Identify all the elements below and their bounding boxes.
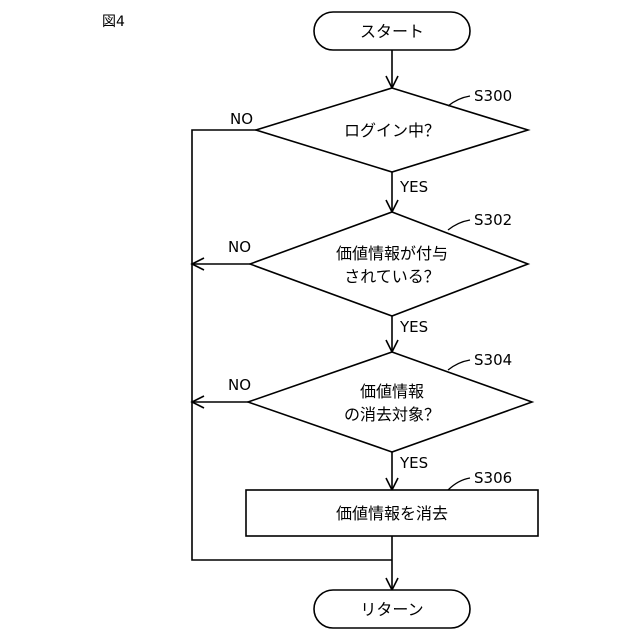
process-s306-text: 価値情報を消去 xyxy=(336,504,448,523)
decision-s302-text-2: されている？ xyxy=(344,267,440,286)
step-id-s300: S300 xyxy=(474,87,512,105)
no-label-s302: NO xyxy=(228,238,251,256)
yes-label-s304: YES xyxy=(399,454,428,472)
decision-s304-text-2: の消去対象？ xyxy=(344,405,440,424)
end-label: リターン xyxy=(360,600,423,619)
yes-label-s300: YES xyxy=(399,178,428,196)
figure-label: 図4 xyxy=(102,14,125,30)
decision-s300-text: ログイン中？ xyxy=(344,121,440,140)
start-label: スタート xyxy=(360,22,424,41)
step-id-s306: S306 xyxy=(474,469,512,487)
leader-s304 xyxy=(448,360,470,370)
decision-s302-text-1: 価値情報が付与 xyxy=(336,244,448,263)
leader-s300 xyxy=(448,96,470,106)
step-id-s302: S302 xyxy=(474,211,512,229)
no-label-s300: NO xyxy=(230,110,253,128)
no-label-s304: NO xyxy=(228,376,251,394)
step-id-s304: S304 xyxy=(474,351,512,369)
yes-label-s302: YES xyxy=(399,318,428,336)
leader-s306 xyxy=(448,478,470,490)
decision-s304-text-1: 価値情報 xyxy=(360,382,424,401)
leader-s302 xyxy=(448,220,470,230)
